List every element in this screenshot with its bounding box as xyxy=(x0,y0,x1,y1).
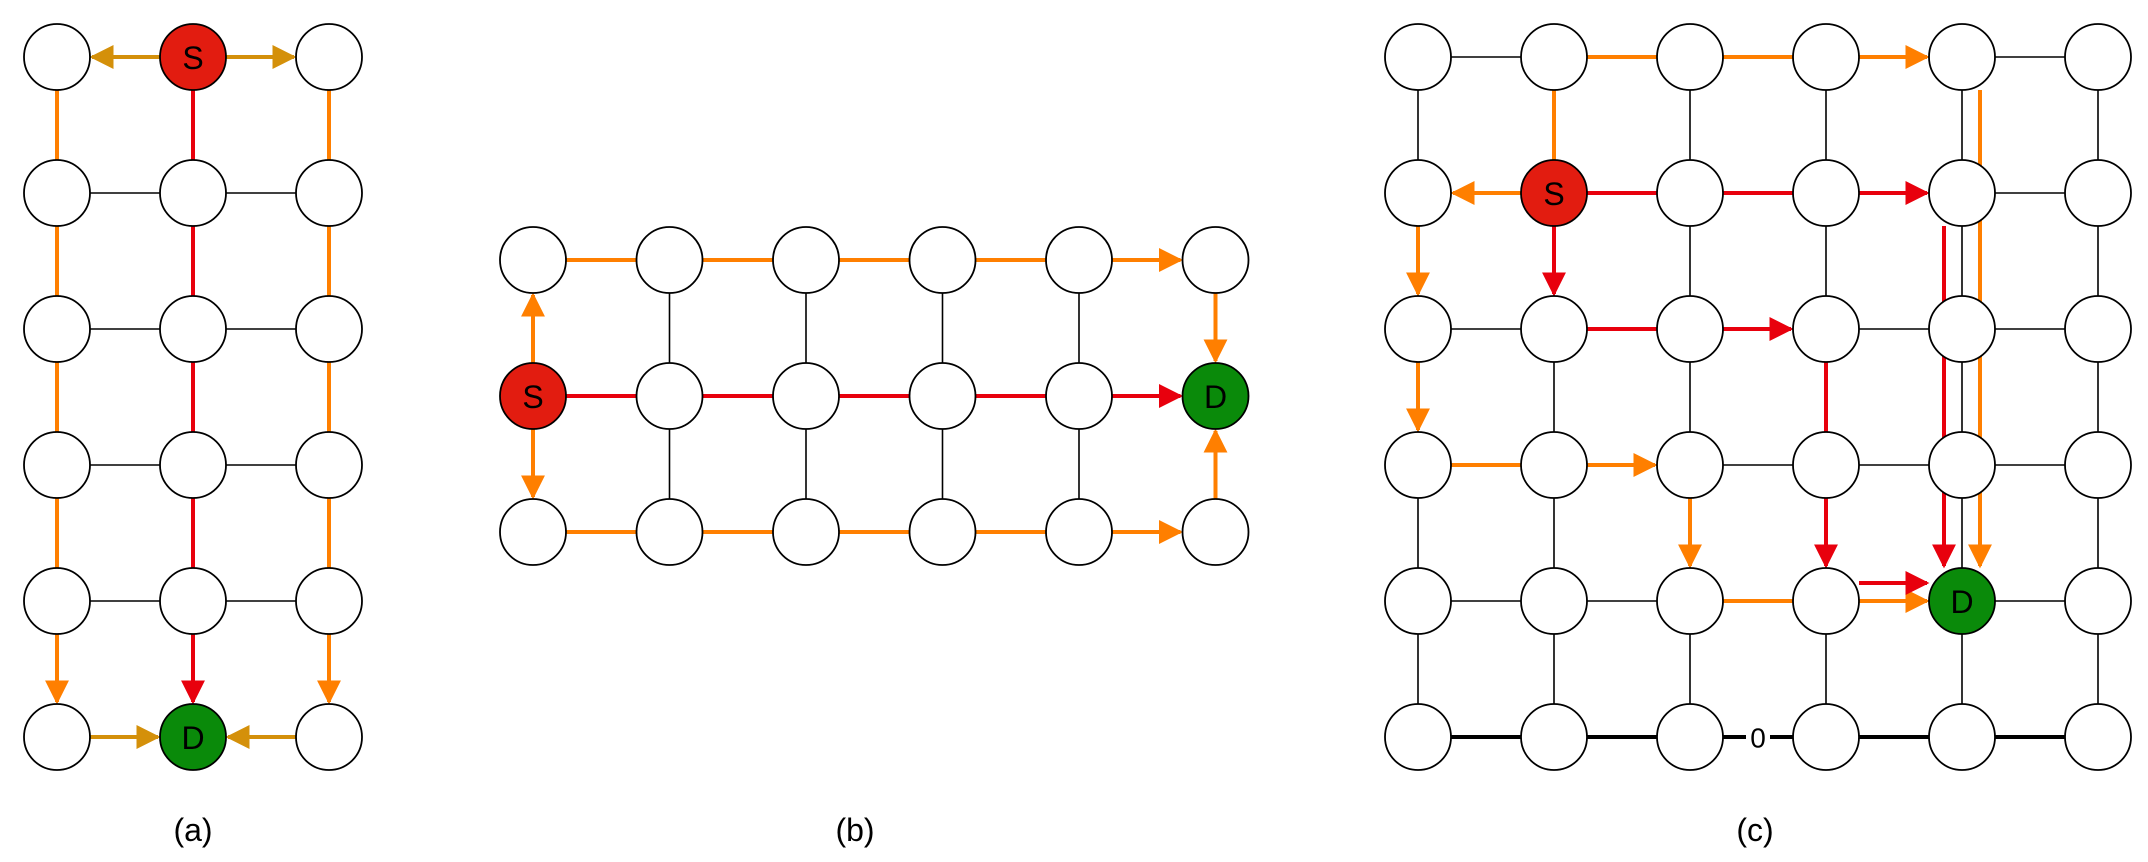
grid-node xyxy=(1045,226,1113,294)
panel-a: SD xyxy=(23,23,363,771)
grid-node xyxy=(159,159,227,227)
grid-node xyxy=(295,23,363,91)
grid-node xyxy=(1045,362,1113,430)
grid-node xyxy=(1384,295,1452,363)
grid-node xyxy=(1656,23,1724,91)
grid-node xyxy=(908,362,977,430)
grid-node xyxy=(23,703,91,771)
source-node xyxy=(159,23,227,91)
grid-node xyxy=(1384,23,1452,91)
grid-node xyxy=(1656,295,1724,363)
caption-c: (c) xyxy=(1736,812,1773,848)
grid-node xyxy=(908,226,977,294)
grid-node xyxy=(295,295,363,363)
grid-node xyxy=(23,431,91,499)
grid-node xyxy=(635,498,704,566)
destination-node xyxy=(1181,362,1250,430)
grid-node xyxy=(1384,567,1452,635)
grid-node xyxy=(1181,498,1250,566)
grid-node xyxy=(1792,23,1860,91)
grid-node xyxy=(23,295,91,363)
source-label: S xyxy=(1543,176,1564,212)
grid-node xyxy=(1520,23,1588,91)
grid-node xyxy=(2064,567,2132,635)
grid-node xyxy=(772,362,840,430)
grid-node xyxy=(23,159,91,227)
grid-node xyxy=(159,431,227,499)
grid-node xyxy=(2064,295,2132,363)
panel-c: S D 0 xyxy=(1384,23,2132,771)
destination-label: D xyxy=(1204,379,1227,415)
grid-node xyxy=(1656,159,1724,227)
grid-node xyxy=(1928,295,1996,363)
grid-node xyxy=(1792,295,1860,363)
grid-node xyxy=(1520,567,1588,635)
grid-node xyxy=(1656,703,1724,771)
grid-node xyxy=(2064,431,2132,499)
grid-node xyxy=(1792,159,1860,227)
source-node xyxy=(499,362,567,430)
grid-node xyxy=(1520,431,1588,499)
grid-node xyxy=(295,567,363,635)
grid-node xyxy=(2064,159,2132,227)
grid-node xyxy=(2064,703,2132,771)
zero-label-bg xyxy=(1746,721,1770,753)
source-label: S xyxy=(522,379,543,415)
zero-label: 0 xyxy=(1750,723,1766,754)
grid-node xyxy=(2064,23,2132,91)
grid-node xyxy=(772,498,840,566)
grid-node xyxy=(159,295,227,363)
destination-node xyxy=(1928,567,1996,635)
grid-node xyxy=(159,567,227,635)
caption-a: (a) xyxy=(173,812,212,848)
source-node xyxy=(1520,159,1588,227)
grid-node xyxy=(1384,703,1452,771)
caption-b: (b) xyxy=(835,812,874,848)
grid-node xyxy=(1181,226,1250,294)
grid-node xyxy=(635,362,704,430)
orange-path xyxy=(1552,45,1930,160)
grid-node xyxy=(1384,159,1452,227)
grid-node xyxy=(1928,159,1996,227)
destination-label: D xyxy=(1950,584,1973,620)
grid-node xyxy=(23,567,91,635)
grid-node xyxy=(1792,431,1860,499)
grid-node xyxy=(1928,703,1996,771)
source-label: S xyxy=(182,40,203,76)
destination-node xyxy=(159,703,227,771)
grid-node xyxy=(499,498,567,566)
grid-node xyxy=(1792,567,1860,635)
grid-node xyxy=(295,703,363,771)
grid-node xyxy=(1384,431,1452,499)
grid-node xyxy=(635,226,704,294)
grid-node xyxy=(1928,23,1996,91)
grid-node xyxy=(1656,567,1724,635)
grid-node xyxy=(295,431,363,499)
grid-node xyxy=(499,226,567,294)
grid-node xyxy=(295,159,363,227)
grid-node xyxy=(1520,295,1588,363)
grid-node xyxy=(23,23,91,91)
grid-node xyxy=(1792,703,1860,771)
grid-node xyxy=(1656,431,1724,499)
grid-node xyxy=(772,226,840,294)
grid-node xyxy=(1045,498,1113,566)
grid-node xyxy=(908,498,977,566)
grid-node xyxy=(1520,703,1588,771)
grid-node xyxy=(1928,431,1996,499)
destination-label: D xyxy=(181,720,204,756)
